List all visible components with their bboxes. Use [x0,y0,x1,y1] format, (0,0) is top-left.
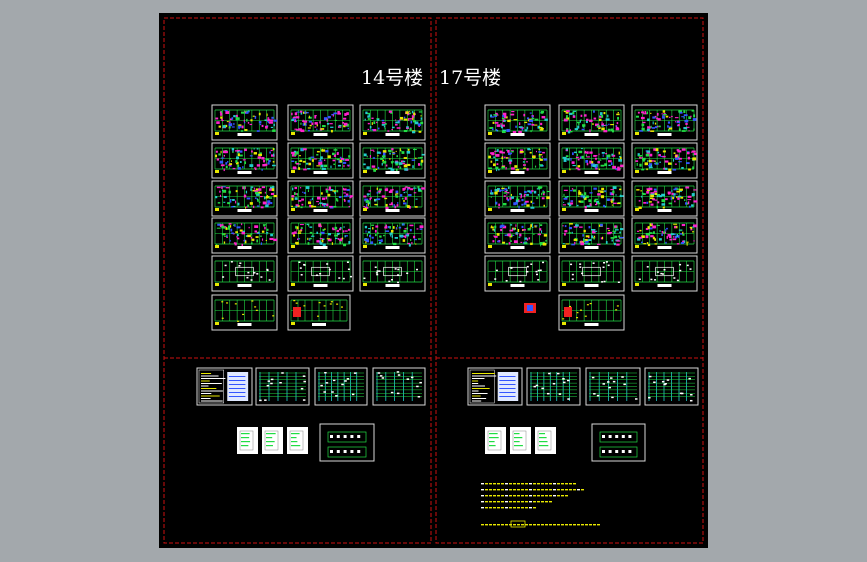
building-17-plan-sheet [558,142,625,179]
building-14-legend-sheet [196,367,253,406]
building-17-plan-sheet [631,217,698,254]
building-14-note-sheet-3 [287,427,308,454]
building-14-note-sheet-1 [237,427,258,454]
left-frame [163,17,432,544]
building-17-riser-diagram-1 [526,367,581,406]
building-17-footer-note [481,520,600,528]
building-17-detail-sheet [558,294,625,331]
building-14-plan-sheet [287,255,354,292]
right-frame [435,17,704,544]
building-14-plan-sheet [359,104,426,141]
drawing-canvas[interactable]: 14号楼 17号楼 [159,13,708,548]
building-17-plan-sheet [631,255,698,292]
building-14-riser-diagram-1 [255,367,310,406]
building-17-plan-sheet [558,217,625,254]
building-17-title: 17号楼 [439,67,502,89]
drawing-overlay [163,17,704,544]
building-14-plan-sheet [211,104,278,141]
building-14-plan-sheet [287,142,354,179]
building-14-section-sheet [211,294,278,331]
building-17-plan-sheet [558,255,625,292]
building-14-detail-sheet [287,294,351,331]
building-17-note-sheet-2 [510,427,531,454]
building-14-title: 14号楼 [361,67,424,89]
building-14-plan-sheet [359,217,426,254]
building-17-general-notes [481,483,584,509]
building-17-plan-sheet [631,104,698,141]
drawing-frames [163,17,704,544]
building-14-site-plan [319,423,375,462]
building-14-plan-sheet [359,180,426,217]
building-17-plan-sheet [484,142,551,179]
building-14-plan-sheet [211,217,278,254]
building-14-riser-diagram-3 [372,367,426,406]
building-14-plan-sheet [359,255,426,292]
building-14-plan-sheet [359,142,426,179]
building-14-plan-sheet [287,104,354,141]
building-17-note-sheet-3 [535,427,556,454]
building-17-plan-sheet [484,255,551,292]
building-17-plan-sheet [631,142,698,179]
building-14-note-sheet-2 [262,427,283,454]
building-17-riser-diagram-3 [644,367,699,406]
building-17-legend-sheet [467,367,523,406]
building-17-plan-sheet [484,104,551,141]
building-17-plan-sheet [631,180,698,217]
building-17-site-plan [591,423,646,462]
building-14-plan-sheet [287,180,354,217]
building-14-plan-sheet [211,255,278,292]
building-14-plan-sheet [211,180,278,217]
building-17-plan-sheet [558,104,625,141]
building-17-riser-diagram-2 [585,367,641,406]
building-14-riser-diagram-2 [314,367,368,406]
building-17-plan-sheet [484,217,551,254]
building-14-plan-sheet [287,217,354,254]
building-17-plan-sheet [558,180,625,217]
building-17-plan-sheet [484,180,551,217]
building-17-note-sheet-1 [485,427,506,454]
building-14-plan-sheet [211,142,278,179]
